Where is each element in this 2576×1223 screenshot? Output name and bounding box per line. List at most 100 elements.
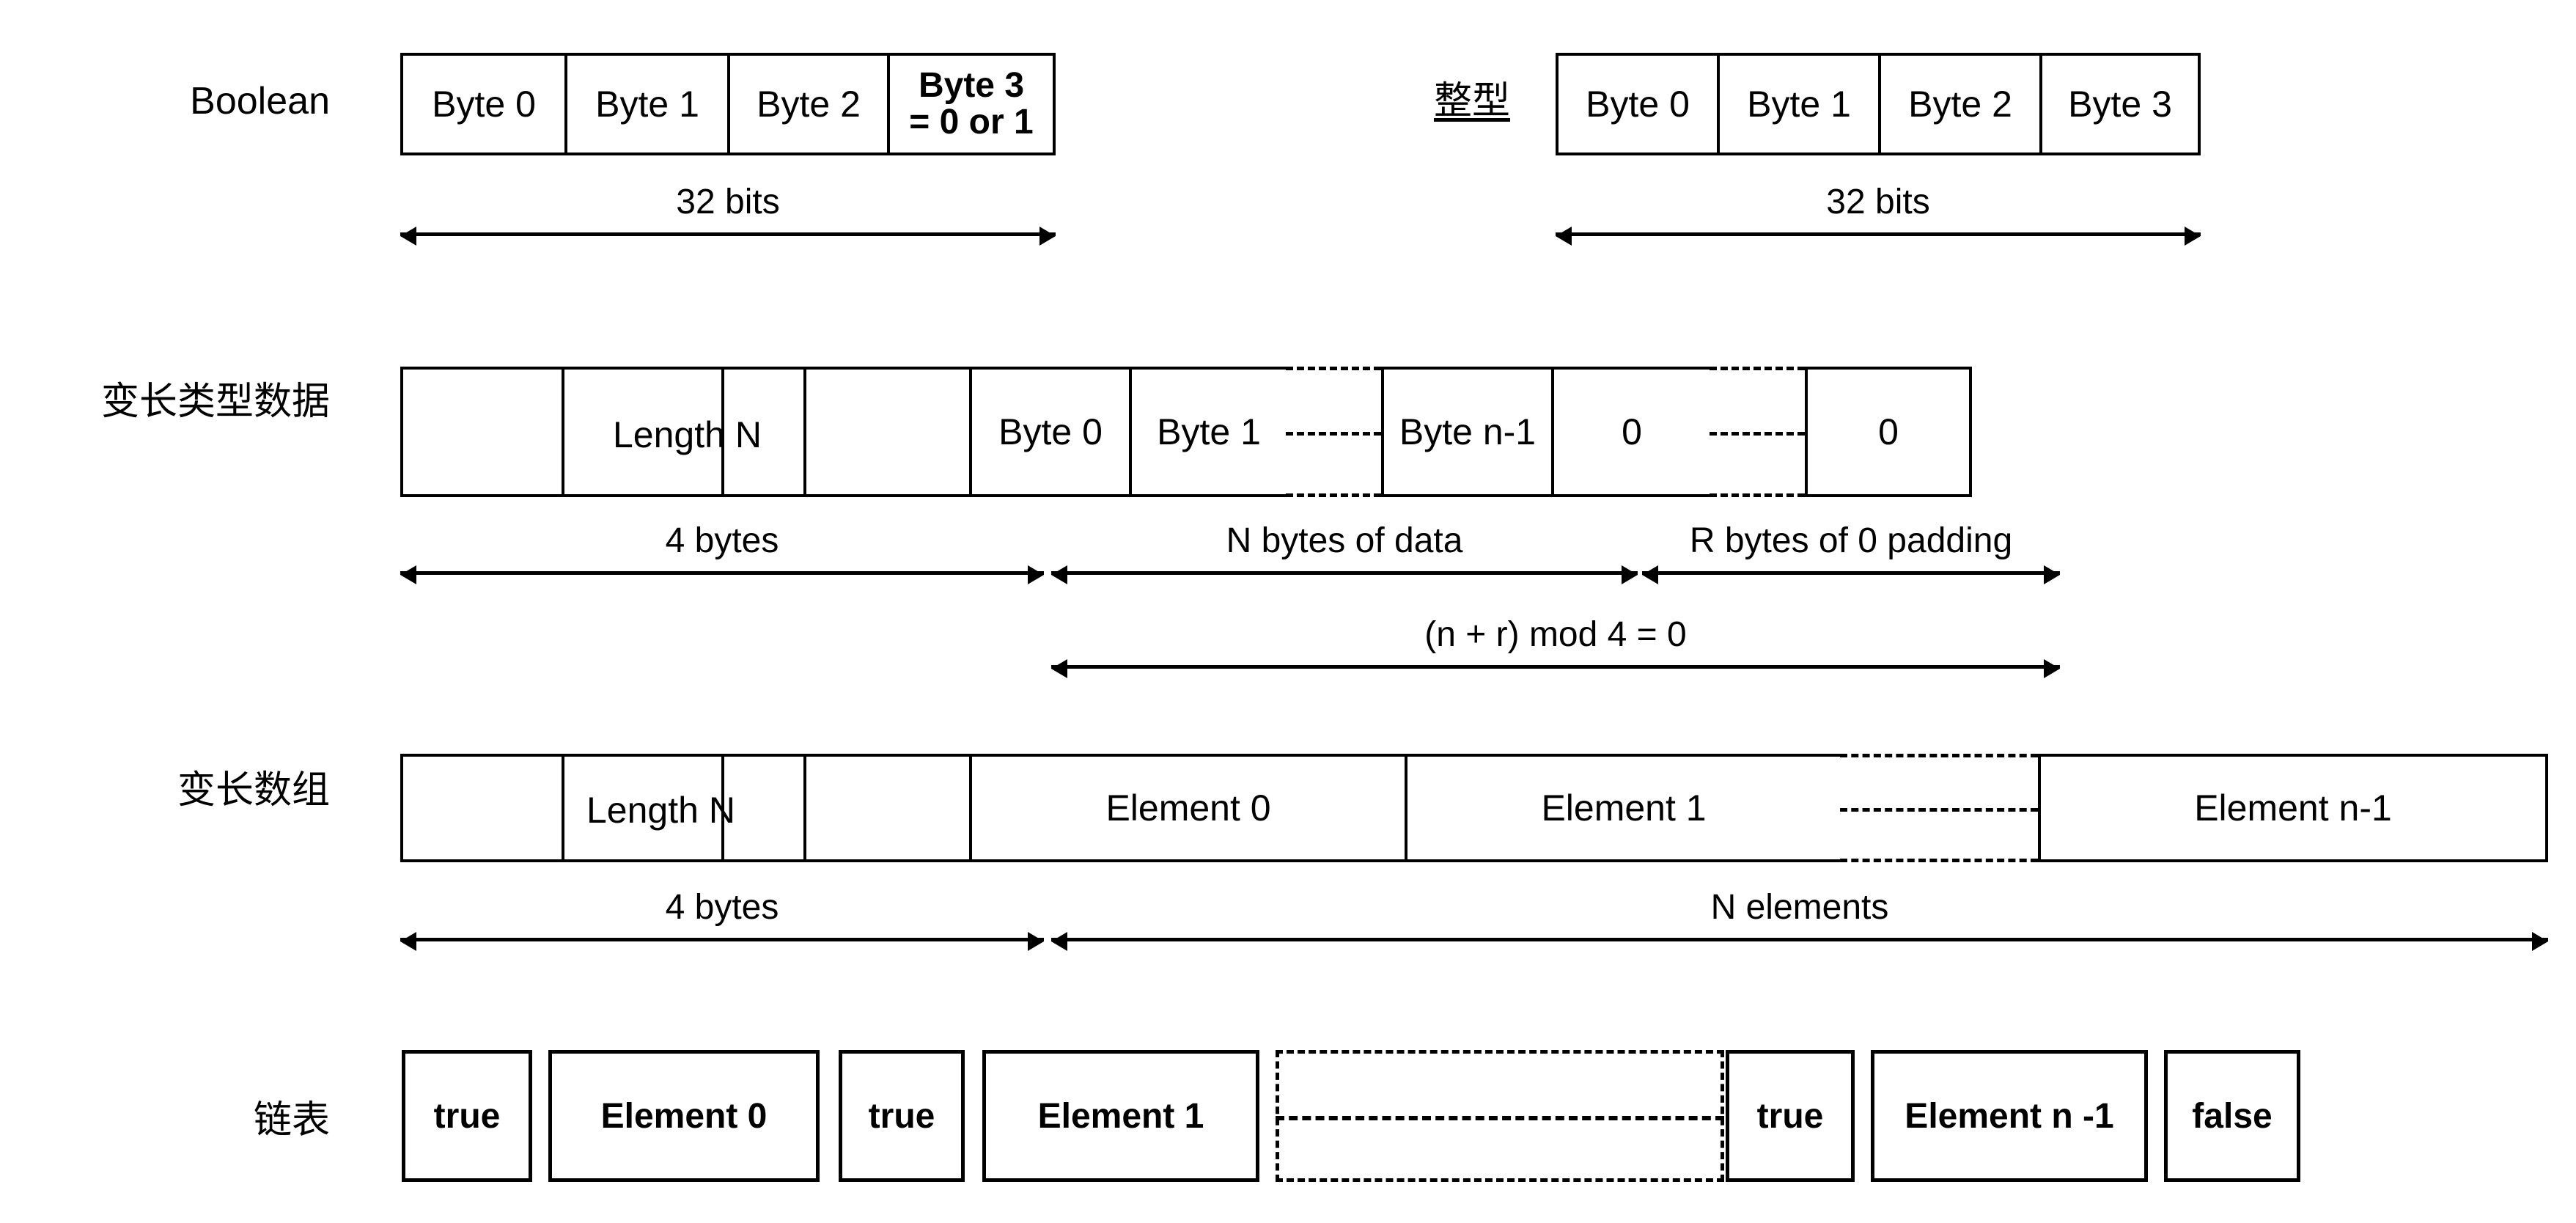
- boolean-byte-1-label: Byte 1: [595, 83, 699, 125]
- vla-element-n-1-label: Element n-1: [2194, 787, 2392, 829]
- row-label-variable-length-data: 变长类型数据: [100, 381, 330, 423]
- vld-pad-cell-0: [400, 367, 562, 497]
- vla-nelements-label: N elements: [1710, 888, 1889, 927]
- integer-measure-line: [1556, 232, 2201, 236]
- boolean-byte-3-label-line1: Byte 3: [918, 65, 1025, 105]
- arrow-head-left-icon: [1051, 565, 1067, 584]
- vld-zero-cell-2: 0: [1805, 367, 1972, 497]
- vld-padding-line: [1642, 571, 2060, 575]
- vld-zero-cell-1: 0: [1551, 367, 1710, 497]
- vla-length-cell-1: [562, 754, 721, 862]
- row-label-integer: 整型: [1433, 80, 1510, 122]
- ll-false-box: false: [2164, 1050, 2300, 1182]
- vld-4bytes-line: [400, 571, 1044, 575]
- ll-element-n-1-label: Element n -1: [1905, 1096, 2114, 1136]
- variable-length-data-struct-table: Byte 0 Byte 1 Byte n-1 0 0: [400, 367, 2060, 497]
- ll-false-label: false: [2192, 1096, 2273, 1136]
- vld-length-cell-1: [562, 367, 721, 497]
- boolean-measure-line: [400, 232, 1056, 236]
- vld-nbytes-line: [1051, 571, 1638, 575]
- vld-mod-measure: (n + r) mod 4 = 0: [1051, 594, 2060, 678]
- vld-zero-label-2: 0: [1878, 411, 1899, 452]
- boolean-byte-0-label: Byte 0: [432, 83, 536, 125]
- arrow-head-right-icon: [1028, 932, 1044, 951]
- integer-width-measure: 32 bits: [1556, 169, 2201, 246]
- boolean-width-measure: 32 bits: [400, 169, 1056, 246]
- vld-byte-n-1-label: Byte n-1: [1399, 411, 1537, 452]
- vld-ellipsis-gap-2: [1710, 367, 1805, 497]
- vld-4bytes-measure: 4 bytes: [400, 506, 1044, 584]
- ll-element-1-box: Element 1: [982, 1050, 1259, 1182]
- vla-4bytes-measure: 4 bytes: [400, 873, 1044, 951]
- vla-pad-cell-0: [400, 754, 562, 862]
- integer-byte-0-label: Byte 0: [1586, 83, 1690, 125]
- ll-true-box-0: true: [402, 1050, 532, 1182]
- vla-length-cell-2: [721, 754, 803, 862]
- vld-byte-0-cell: Byte 0: [969, 367, 1129, 497]
- ll-element-1-label: Element 1: [1037, 1096, 1204, 1136]
- arrow-head-left-icon: [400, 932, 416, 951]
- vla-element-n-1-cell: Element n-1: [2038, 754, 2548, 862]
- vld-byte-n-1-cell: Byte n-1: [1381, 367, 1551, 497]
- boolean-byte-0-cell: Byte 0: [400, 53, 564, 155]
- boolean-byte-2-label: Byte 2: [757, 83, 861, 125]
- arrow-head-right-icon: [2532, 932, 2548, 951]
- vld-4bytes-label: 4 bytes: [665, 521, 779, 560]
- integer-byte-2-cell: Byte 2: [1878, 53, 2039, 155]
- arrow-head-left-icon: [1051, 659, 1067, 678]
- variable-length-array-struct-table: Element 0 Element 1 Element n-1: [400, 754, 2548, 862]
- vla-4bytes-label: 4 bytes: [665, 888, 779, 927]
- ll-true-box-2: true: [1726, 1050, 1855, 1182]
- boolean-byte-3-label-line2: = 0 or 1: [909, 103, 1034, 142]
- vld-padding-label: R bytes of 0 padding: [1689, 521, 2013, 560]
- boolean-struct-table: Byte 0 Byte 1 Byte 2 Byte 3 = 0 or 1: [400, 53, 1056, 155]
- vld-byte-1-label: Byte 1: [1157, 411, 1261, 452]
- ll-ellipsis-dashed-box: [1276, 1050, 1724, 1182]
- vla-element-0-label: Element 0: [1105, 787, 1271, 829]
- arrow-head-left-icon: [1051, 932, 1067, 951]
- vla-4bytes-line: [400, 938, 1044, 941]
- vld-padding-measure: R bytes of 0 padding: [1642, 506, 2060, 584]
- ll-true-label-2: true: [1756, 1096, 1824, 1136]
- vld-ellipsis-gap-1: [1286, 367, 1381, 497]
- arrow-head-left-icon: [400, 565, 416, 584]
- vld-byte-1-cell: Byte 1: [1129, 367, 1286, 497]
- vld-nbytes-measure: N bytes of data: [1051, 506, 1638, 584]
- arrow-head-right-icon: [2044, 659, 2060, 678]
- integer-byte-3-cell: Byte 3: [2039, 53, 2201, 155]
- ll-true-box-1: true: [839, 1050, 965, 1182]
- vld-nbytes-label: N bytes of data: [1226, 521, 1463, 560]
- integer-byte-2-label: Byte 2: [1908, 83, 2012, 125]
- arrow-head-left-icon: [400, 227, 416, 246]
- ll-true-label-1: true: [868, 1096, 935, 1136]
- vld-byte-0-label: Byte 0: [998, 411, 1103, 452]
- row-label-boolean: Boolean: [190, 80, 330, 122]
- ll-element-n-1-box: Element n -1: [1871, 1050, 2148, 1182]
- vla-element-0-cell: Element 0: [969, 754, 1405, 862]
- vla-element-1-cell: Element 1: [1405, 754, 1840, 862]
- ll-element-0-box: Element 0: [548, 1050, 820, 1182]
- integer-struct-table: Byte 0 Byte 1 Byte 2 Byte 3: [1556, 53, 2201, 155]
- integer-byte-0-cell: Byte 0: [1556, 53, 1717, 155]
- boolean-byte-2-cell: Byte 2: [727, 53, 887, 155]
- row-label-variable-length-array: 变长数组: [177, 769, 330, 812]
- boolean-width-label: 32 bits: [676, 183, 780, 221]
- vla-ellipsis-gap: [1840, 754, 2038, 862]
- integer-byte-1-label: Byte 1: [1747, 83, 1851, 125]
- arrow-head-left-icon: [1556, 227, 1572, 246]
- vla-element-1-label: Element 1: [1541, 787, 1707, 829]
- vld-length-cell-2: [721, 367, 803, 497]
- arrow-head-right-icon: [2044, 565, 2060, 584]
- boolean-byte-3-cell: Byte 3 = 0 or 1: [887, 53, 1056, 155]
- vld-pad-cell-3: [803, 367, 969, 497]
- vla-pad-cell-3: [803, 754, 969, 862]
- arrow-head-left-icon: [1642, 565, 1658, 584]
- vld-mod-label: (n + r) mod 4 = 0: [1424, 615, 1687, 654]
- vld-zero-label-1: 0: [1622, 411, 1642, 452]
- arrow-head-right-icon: [1622, 565, 1638, 584]
- integer-byte-3-label: Byte 3: [2068, 83, 2172, 125]
- boolean-byte-1-cell: Byte 1: [564, 53, 727, 155]
- integer-width-label: 32 bits: [1826, 183, 1930, 221]
- vla-nelements-measure: N elements: [1051, 873, 2548, 951]
- ll-element-0-label: Element 0: [600, 1096, 768, 1136]
